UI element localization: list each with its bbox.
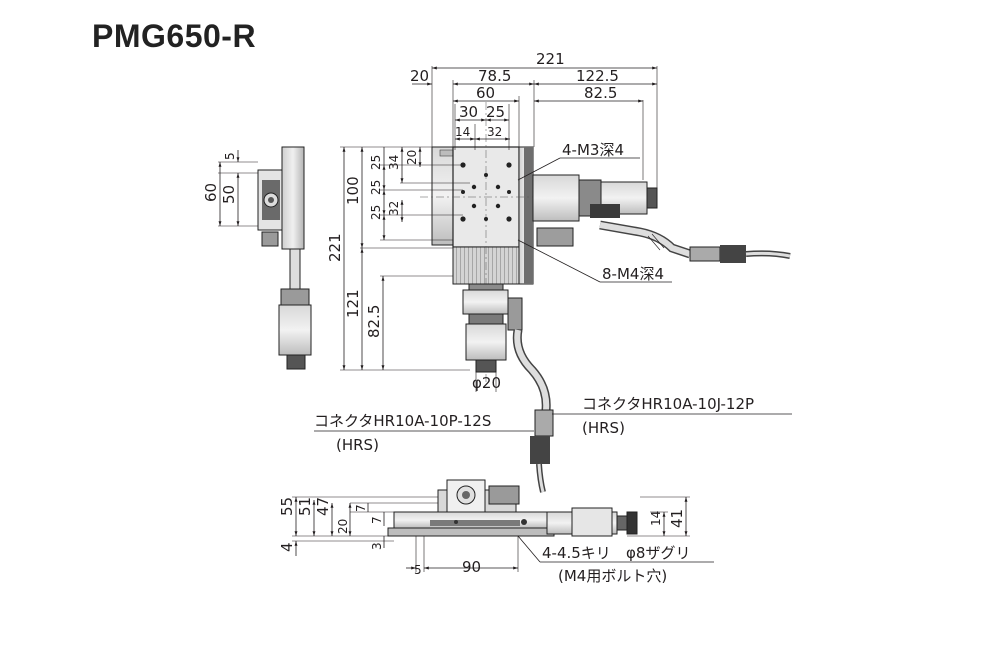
- side-motor: [278, 304, 312, 356]
- connector-left-name: コネクタHR10A-10P-12S: [314, 412, 491, 430]
- side-view: 5 50 60: [202, 146, 312, 370]
- side-dim-50: 50: [220, 185, 238, 204]
- front-dim-14: 14: [649, 511, 663, 526]
- connector-labels: コネクタHR10A-10P-12S (HRS) コネクタHR10A-10J-12…: [314, 395, 792, 454]
- dim-v-25a: 25: [369, 155, 383, 170]
- dim-25-top: 25: [486, 103, 505, 121]
- dim-overall-221: 221: [536, 50, 565, 68]
- dim-v-25b: 25: [369, 180, 383, 195]
- front-dim-55: 55: [278, 497, 296, 516]
- front-dim-5: 5: [414, 563, 422, 577]
- x-knob: [646, 187, 658, 209]
- front-dim-47: 47: [314, 497, 332, 516]
- front-dim-51: 51: [296, 497, 314, 516]
- front-dim-90: 90: [462, 558, 481, 576]
- dim-14: 14: [455, 125, 470, 139]
- top-view: 4-M3深4 8-M4深4 221 20 78.5 122.5 60 82.5: [326, 50, 791, 493]
- dim-v-221: 221: [326, 233, 344, 262]
- left-dimensions: 221 100 121 82.5 25 25 25 34 32: [326, 146, 470, 371]
- side-dim-60: 60: [202, 183, 220, 202]
- dim-122-5: 122.5: [576, 67, 619, 85]
- side-dim-5: 5: [223, 152, 237, 160]
- dim-v-32: 32: [387, 201, 401, 216]
- bolt-note: (M4用ボルト穴): [558, 567, 667, 585]
- dim-left-20: 20: [410, 67, 429, 85]
- side-column: [281, 146, 305, 250]
- dim-phi20: φ20: [472, 374, 501, 392]
- y-connector-a: [534, 409, 554, 437]
- x-motor-housing: [532, 174, 580, 222]
- dim-60: 60: [476, 84, 495, 102]
- dim-30: 30: [459, 103, 478, 121]
- front-dim-7a: 7: [354, 504, 368, 512]
- dim-v-20: 20: [405, 150, 419, 165]
- dim-v-25c: 25: [369, 205, 383, 220]
- connector-left-maker: (HRS): [336, 436, 379, 454]
- m4-callout: 8-M4深4: [602, 265, 664, 283]
- y-motor-housing: [462, 289, 509, 315]
- dim-v-121: 121: [344, 289, 362, 318]
- dim-32-top: 32: [487, 125, 502, 139]
- front-dim-3: 3: [370, 542, 384, 550]
- front-view: 55 4 51 47 20 7 7 3 5 90 14 41 4: [278, 479, 714, 585]
- dim-v-100: 100: [344, 176, 362, 205]
- front-dim-20: 20: [336, 519, 350, 534]
- front-dim-7b: 7: [370, 516, 384, 524]
- dim-82-5-top: 82.5: [584, 84, 617, 102]
- m3-callout: 4-M3深4: [562, 141, 624, 159]
- page-title: PMG650-R: [92, 18, 257, 54]
- y-knob: [475, 359, 497, 373]
- dim-v-82-5: 82.5: [365, 305, 383, 338]
- dim-78-5: 78.5: [478, 67, 511, 85]
- front-dim-41: 41: [668, 509, 686, 528]
- connector-right-name: コネクタHR10A-10J-12P: [582, 395, 754, 413]
- front-dim-4: 4: [278, 542, 296, 552]
- top-dimensions: 221 20 78.5 122.5 60 82.5 30 25 14 32: [410, 50, 658, 188]
- hole-callout: 4-4.5キリ: [542, 544, 611, 562]
- counterbore-callout: φ8ザグリ: [626, 544, 690, 562]
- dim-v-34: 34: [387, 155, 401, 170]
- connector-right-maker: (HRS): [582, 419, 625, 437]
- x-connector: [689, 246, 721, 262]
